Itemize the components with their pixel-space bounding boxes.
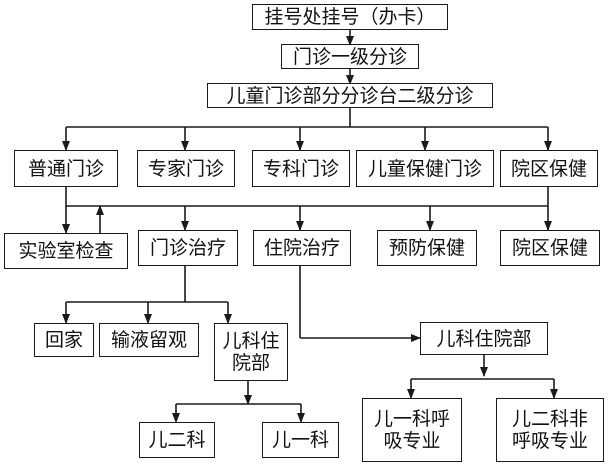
node-child-health-clinic: 儿童保健门诊	[356, 150, 494, 187]
node-hospital-health-care-bottom: 院区保健	[500, 230, 600, 266]
node-pediatric-inpatient-small: 儿科住 院部	[214, 323, 288, 381]
node-registration: 挂号处挂号（办卡）	[252, 4, 448, 30]
node-lab-test: 实验室检查	[4, 233, 128, 269]
node-pediatrics-one: 儿一科	[262, 422, 339, 458]
node-expert-clinic: 专家门诊	[137, 150, 235, 187]
node-triage-level2: 儿童门诊部分分诊台二级分诊	[207, 83, 493, 108]
node-pediatric-inpatient-dept: 儿科住院部	[420, 322, 548, 355]
node-hospital-health-care-top: 院区保健	[500, 150, 598, 187]
node-inpatient-treatment: 住院治疗	[253, 230, 351, 266]
node-peds1-respiratory: 儿一科呼 吸专业	[362, 398, 462, 462]
node-general-clinic: 普通门诊	[14, 150, 118, 187]
node-triage-level1: 门诊一级分诊	[281, 44, 419, 69]
node-outpatient-treatment: 门诊治疗	[138, 230, 238, 266]
node-infusion-observation: 输液留观	[99, 323, 199, 357]
node-specialty-clinic: 专科门诊	[252, 150, 350, 187]
node-pediatrics-two: 儿二科	[139, 422, 215, 458]
node-go-home: 回家	[34, 323, 94, 357]
node-peds2-non-respiratory: 儿二科非 呼吸专业	[496, 398, 604, 462]
node-preventive-care: 预防保健	[377, 230, 477, 266]
